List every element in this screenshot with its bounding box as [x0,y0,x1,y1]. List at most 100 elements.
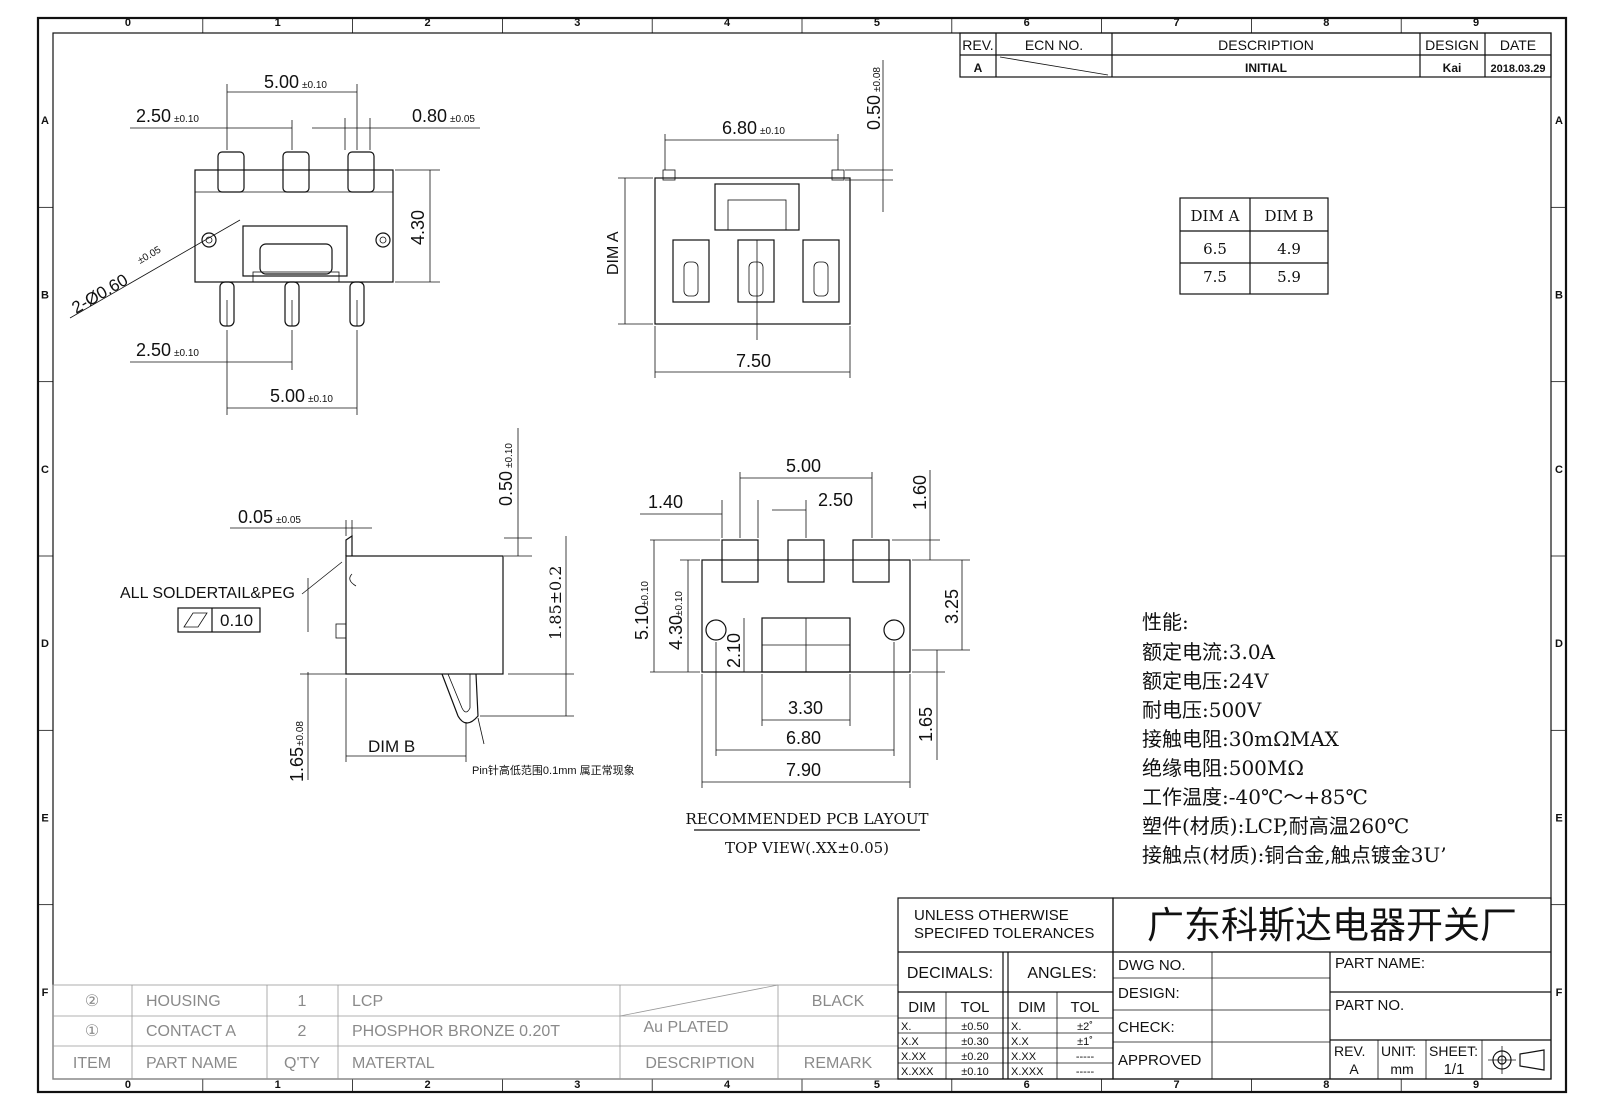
bom-qty: 1 [298,993,307,1010]
title-block: 广东科斯达电器开关厂 DWG NO. DESIGN: CHECK: APPROV… [1112,897,1552,1080]
dim-label: 2.50 [136,340,171,360]
dim-label: 7.90 [786,760,821,780]
zone-column-label: 9 [1473,17,1479,29]
spec-line: 额定电流:3.0A [1142,640,1276,664]
bom-table: ② HOUSING 1 LCP BLACK ① CONTACT A 2 PHOS… [52,984,899,1080]
zone-column-label: 0 [125,1079,131,1091]
design-header: DESIGN [1425,37,1479,53]
dim-label: 1.40 [648,492,683,512]
zone-column-label: 8 [1323,1079,1329,1091]
tol-value: ±0.50 [961,1021,988,1033]
dim-a-value: 7.5 [1203,268,1227,286]
bom-material: PHOSPHOR BRONZE 0.20T [352,1023,560,1040]
spec-line: 绝缘电阻:500MΩ [1142,756,1304,780]
sheet-label: SHEET: [1429,1043,1478,1059]
flatness-value: 0.10 [220,611,253,630]
part-no-label: PART NO. [1335,997,1404,1014]
dim-label: 5.00 [270,386,305,406]
rev-label: REV. [1334,1043,1365,1059]
tol-value: ±1˚ [1077,1036,1093,1048]
bom-part-name: HOUSING [146,993,221,1010]
top-view: 5.00 ±0.10 2.50 ±0.10 0.80 ±0.05 4.30 2-… [69,72,480,415]
zone-column-label: 9 [1473,1079,1479,1091]
date-value: 2018.03.29 [1490,63,1545,75]
zone-row-label: A [1555,115,1563,127]
housing-outline [654,177,851,325]
bom-header-item: ITEM [73,1055,111,1072]
zone-row-label: B [41,290,49,302]
check-label: CHECK: [1118,1019,1175,1036]
pcb-layout: 5.00 2.50 1.40 1.60 5.10 ±0.10 4.30 ±0.1… [632,456,970,857]
zone-column-label: 2 [424,17,430,29]
dim-label: 1.65 [916,707,936,742]
projection-symbol-icon [1488,1046,1545,1074]
dim-label: DIM B [368,737,415,756]
dim-tolerance: ±0.10 [308,394,333,405]
description-header: DESCRIPTION [1218,37,1314,53]
bom-remark: BLACK [812,993,865,1010]
dim-label: 0.80 [412,106,447,126]
dim-b-value: 5.9 [1277,268,1301,286]
dim-tolerance: ±0.08 [295,721,306,746]
dim-label: 5.00 [264,72,299,92]
zone-column-label: 1 [275,1079,281,1091]
bom-header-qty: Q'TY [284,1055,320,1072]
zone-column-label: 1 [275,17,281,29]
tol-value: ±0.10 [961,1066,988,1078]
tol-value: ±2˚ [1077,1021,1093,1033]
spec-line: 接触电阻:30mΩMAX [1142,727,1340,751]
solder-pad [852,539,890,583]
bom-item: ② [85,993,99,1010]
bom-qty: 2 [298,1023,307,1040]
zone-column-label: 7 [1173,17,1179,29]
dim-label: 1.60 [910,475,930,510]
zone-column-label: 7 [1173,1079,1179,1091]
date-header: DATE [1500,37,1536,53]
design-label: DESIGN: [1118,985,1180,1002]
housing-outline [345,555,504,675]
dim-label: 6.80 [786,728,821,748]
spec-line: 额定电压:24V [1142,669,1269,693]
unit-value: mm [1390,1061,1413,1077]
tol-value: ±0.20 [961,1051,988,1063]
zone-row-label: E [1555,813,1562,825]
tolerance-block: UNLESS OTHERWISE SPECIFED TOLERANCES DEC… [897,897,1114,1080]
zone-row-label: D [41,638,49,650]
zone-row-label: F [42,987,49,999]
tol-col-header: TOL [961,999,990,1016]
dim-a-value: 6.5 [1203,240,1227,258]
dim-tolerance: ±0.05 [276,515,301,526]
flatness-symbol-icon [183,612,208,628]
tol-dim: X.X [901,1036,919,1048]
dim-tolerance: ±0.10 [504,443,515,468]
tol-dim: X.XXX [901,1066,934,1078]
dim-tolerance: ±0.10 [302,80,327,91]
zone-column-label: 3 [574,1079,580,1091]
bom-item: ① [85,1023,99,1040]
tol-dim: X.XX [1011,1051,1037,1063]
specifications: 性能: 额定电流:3.0A 额定电压:24V 耐电压:500V 接触电阻:30m… [1142,610,1447,867]
spec-line: 耐电压:500V [1142,698,1262,722]
part-name-label: PART NAME: [1335,955,1425,972]
front-view: 6.80 ±0.10 0.50 ±0.08 DIM A 7.50 [605,60,893,378]
zone-row-label: E [41,813,48,825]
tol-col-header: TOL [1071,999,1100,1016]
bom-description: Au PLATED [643,1019,728,1036]
zone-row-label: B [1555,290,1563,302]
spec-line: 塑件(材质):LCP,耐高温260℃ [1142,814,1409,838]
dim-col-header: DIM [908,999,936,1016]
dim-tolerance: ±0.10 [674,591,685,616]
dim-table: DIM A DIM B 6.5 4.9 7.5 5.9 [1179,197,1329,295]
dim-label: 5.10 [632,605,652,640]
zone-column-label: 0 [125,17,131,29]
dim-label: 2.10 [724,633,744,668]
zone-column-label: 6 [1024,1079,1030,1091]
dim-b-header: DIM B [1264,207,1313,225]
company-name: 广东科斯达电器开关厂 [1147,905,1517,946]
tol-value: ----- [1076,1051,1095,1063]
dim-tolerance: ±0.05 [136,244,163,266]
solder-pad [721,539,759,583]
dim-label: 3.30 [788,698,823,718]
